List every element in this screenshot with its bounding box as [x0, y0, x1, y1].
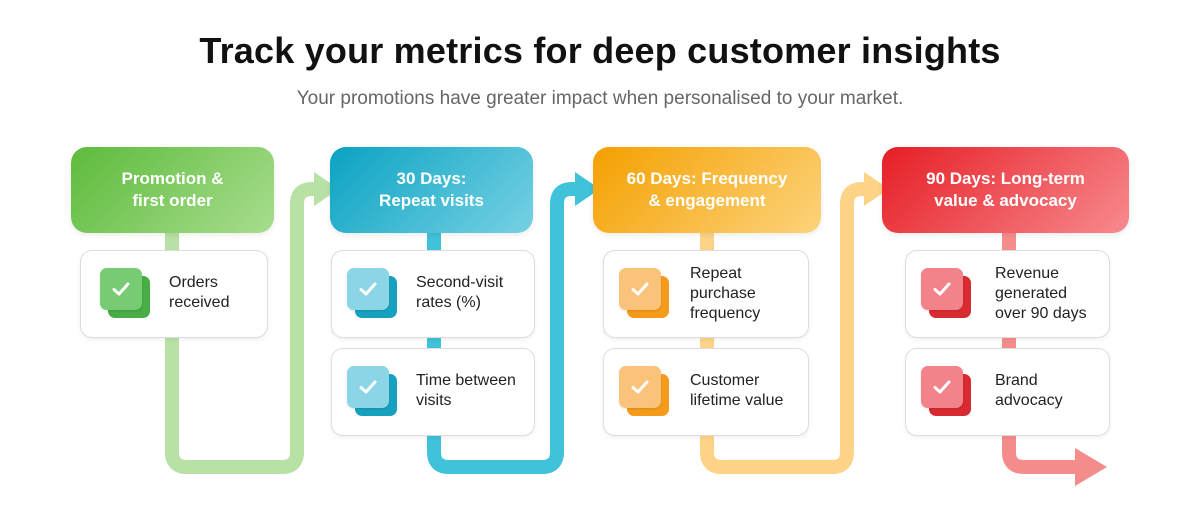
- stage-promotion: Promotion & first order: [71, 147, 274, 233]
- connector-orange: [700, 182, 869, 474]
- page-subtitle: Your promotions have greater impact when…: [296, 88, 904, 109]
- metric-label: Brand advocacy: [995, 372, 1063, 409]
- check-icon: [619, 268, 671, 320]
- check-icon: [100, 268, 152, 320]
- stage-60-days: 60 Days: Frequency & engagement: [593, 147, 821, 233]
- arrowhead-green: [314, 172, 339, 206]
- stage-label: 60 Days: Frequency & engagement: [626, 169, 788, 210]
- stage-label: Promotion & first order: [121, 169, 224, 210]
- connector-green: [165, 182, 319, 474]
- check-icon: [347, 366, 399, 418]
- stage-30-days: 30 Days: Repeat visits: [330, 147, 533, 233]
- connector-blue: [427, 182, 580, 474]
- stage-label: 90 Days: Long-term value & advocacy: [926, 169, 1085, 210]
- metric-card: Customer lifetime value: [603, 348, 809, 436]
- stage-90-days: 90 Days: Long-term value & advocacy: [882, 147, 1129, 233]
- arrowhead-orange: [864, 172, 889, 206]
- check-icon: [921, 268, 973, 320]
- metric-card: Orders received: [80, 250, 268, 338]
- metric-label: Revenue generated over 90 days: [995, 265, 1087, 322]
- page-title: Track your metrics for deep customer ins…: [199, 30, 1001, 71]
- stage-label: 30 Days: Repeat visits: [379, 169, 484, 210]
- arrowhead-blue: [575, 172, 600, 206]
- metric-card: Revenue generated over 90 days: [905, 250, 1110, 338]
- check-icon: [921, 366, 973, 418]
- metric-card: Repeat purchase frequency: [603, 250, 809, 338]
- metric-card: Brand advocacy: [905, 348, 1110, 436]
- metric-label: Customer lifetime value: [690, 372, 784, 409]
- metric-label: Orders received: [169, 274, 230, 311]
- metric-label: Second-visit rates (%): [416, 274, 504, 311]
- metric-label: Repeat purchase frequency: [690, 265, 761, 322]
- metric-label: Time between visits: [416, 372, 516, 409]
- metric-card: Second-visit rates (%): [331, 250, 535, 338]
- check-icon: [619, 366, 671, 418]
- arrowhead-red: [1075, 448, 1107, 486]
- metric-card: Time between visits: [331, 348, 535, 436]
- check-icon: [347, 268, 399, 320]
- connector-red: [1002, 233, 1078, 474]
